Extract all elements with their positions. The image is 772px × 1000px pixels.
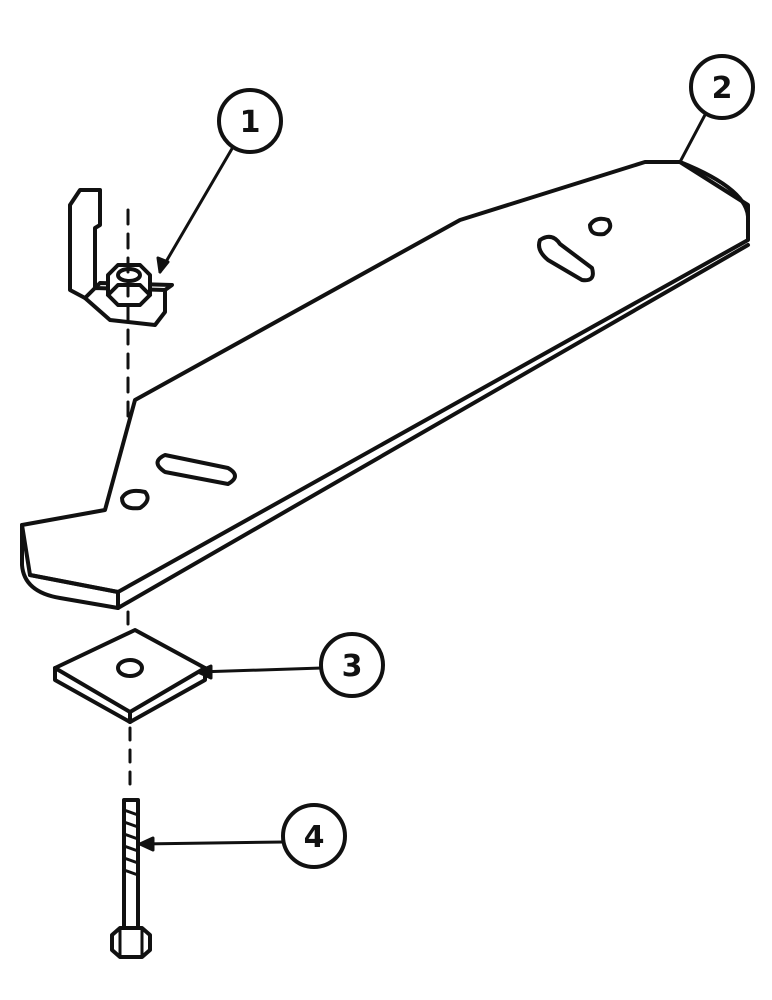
- callout-1-label: 1: [240, 105, 261, 140]
- callout-2: 2: [689, 54, 755, 120]
- square-washer-part: [53, 628, 207, 724]
- callout-3: 3: [319, 632, 385, 698]
- callout-1: 1: [217, 88, 283, 154]
- callout-2-label: 2: [712, 71, 733, 106]
- leader-lines: [138, 111, 708, 852]
- bolt-part: [110, 798, 152, 959]
- long-plate-part: [20, 160, 751, 610]
- callout-4-label: 4: [304, 820, 325, 855]
- callout-4: 4: [281, 803, 347, 869]
- callout-3-label: 3: [342, 649, 363, 684]
